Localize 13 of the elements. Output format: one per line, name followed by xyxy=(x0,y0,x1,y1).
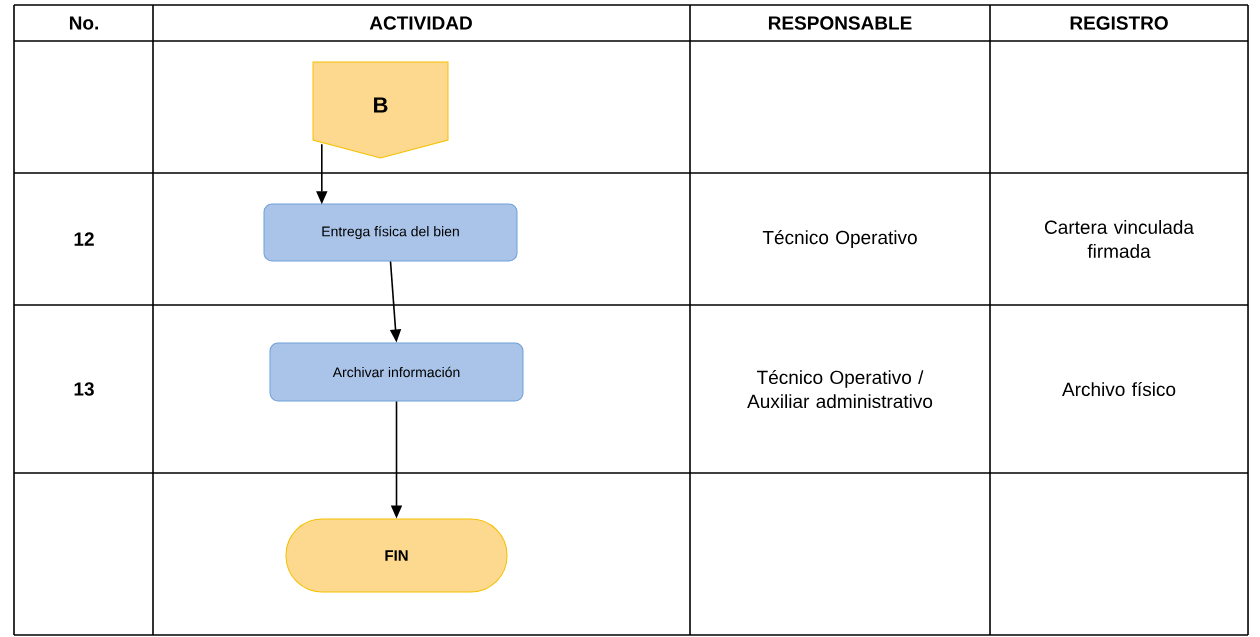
column-header: No. xyxy=(69,16,98,30)
column-header: REGISTRO xyxy=(1070,16,1168,30)
column-header: RESPONSABLE xyxy=(768,16,912,30)
process-box: Archivar información xyxy=(269,342,524,402)
off-page-connector: B xyxy=(312,61,449,159)
process-box: Entrega física del bien xyxy=(263,203,518,262)
column-header: ACTIVIDAD xyxy=(369,16,472,30)
step-number: 12 xyxy=(74,232,94,246)
table-cell-text: Técnico Operativo xyxy=(762,230,917,248)
table-cell-text: Técnico Operativo / Auxiliar administrativo xyxy=(747,369,933,409)
table-cell-text: Cartera vinculada firmada xyxy=(1045,220,1194,258)
step-number: 13 xyxy=(74,382,94,396)
table-cell-text: Archivo físico xyxy=(1062,381,1176,397)
